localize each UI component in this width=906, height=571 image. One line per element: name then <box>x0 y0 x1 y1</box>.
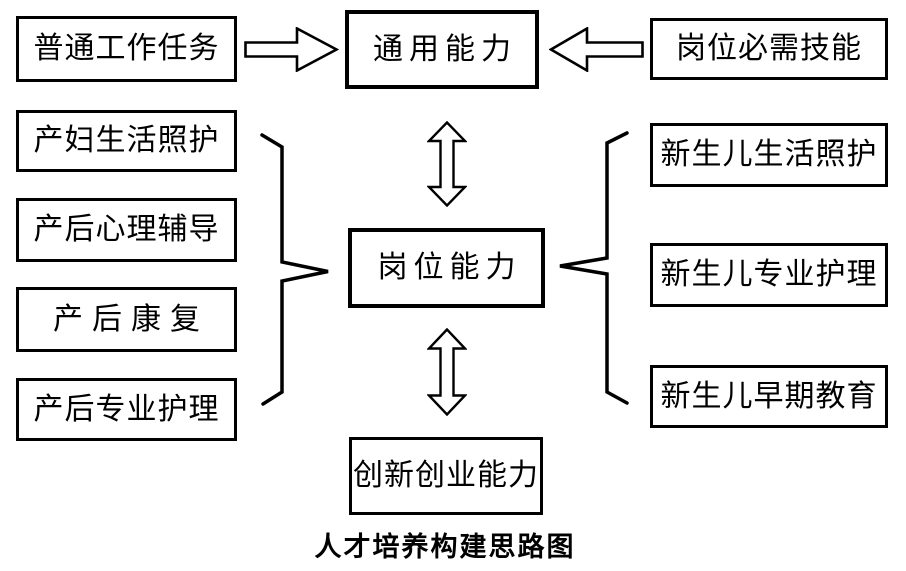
box-general-ability-label: 通用能力 <box>373 32 517 66</box>
box-postpartum-rehabilitation-label: 产后康复 <box>53 302 209 336</box>
left-brace-pointing-right-icon <box>260 133 329 406</box>
box-position-ability: 岗位能力 <box>348 228 545 308</box>
right-brace-pointing-left-icon <box>559 131 629 405</box>
box-ordinary-work-tasks-label: 普通工作任务 <box>33 32 220 65</box>
block-arrow-right-icon <box>244 27 339 72</box>
box-postpartum-professional-nursing: 产后专业护理 <box>16 378 237 441</box>
double-arrow-vertical-top-icon <box>427 121 467 207</box>
box-maternal-life-care: 产妇生活照护 <box>16 110 237 172</box>
box-postpartum-psychological-counseling: 产后心理辅导 <box>16 198 237 262</box>
box-position-ability-label: 岗位能力 <box>377 251 522 284</box>
box-postpartum-professional-nursing-label: 产后专业护理 <box>33 392 220 426</box>
box-newborn-professional-nursing: 新生儿专业护理 <box>650 243 888 307</box>
box-newborn-professional-nursing-label: 新生儿专业护理 <box>660 258 878 291</box>
box-ordinary-work-tasks: 普通工作任务 <box>16 16 237 82</box>
box-innovation-entrepreneurship-ability: 创新创业能力 <box>349 437 543 515</box>
box-postpartum-rehabilitation: 产后康复 <box>16 287 237 352</box>
double-arrow-vertical-bottom-icon <box>427 328 467 416</box>
diagram-caption: 人才培养构建思路图 <box>314 532 576 562</box>
box-newborn-life-care-label: 新生儿生活照护 <box>660 138 878 171</box>
box-newborn-early-education-label: 新生儿早期教育 <box>660 379 878 413</box>
box-newborn-life-care: 新生儿生活照护 <box>650 123 888 187</box>
box-maternal-life-care-label: 产妇生活照护 <box>33 124 220 157</box>
box-innovation-entrepreneurship-ability-label: 创新创业能力 <box>353 459 539 492</box>
box-general-ability: 通用能力 <box>345 10 539 89</box>
block-arrow-left-icon <box>549 27 644 72</box>
box-newborn-early-education: 新生儿早期教育 <box>650 365 888 428</box>
box-position-required-skills: 岗位必需技能 <box>650 18 888 80</box>
box-postpartum-psychological-counseling-label: 产后心理辅导 <box>33 213 220 246</box>
box-position-required-skills-label: 岗位必需技能 <box>676 32 862 65</box>
